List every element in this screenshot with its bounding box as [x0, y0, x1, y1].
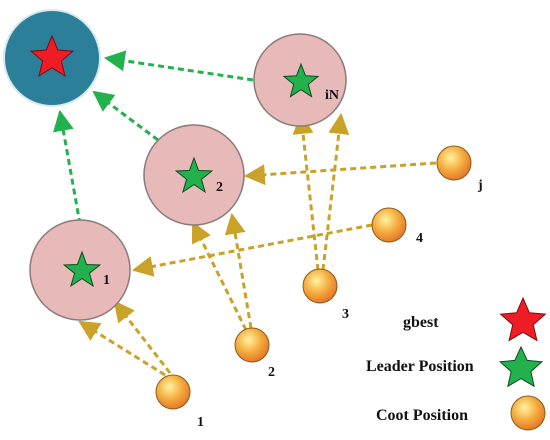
arrow-leader-2-to-gbest: [92, 90, 159, 142]
arrow-coot-2b-to-leader-2: [224, 212, 253, 329]
legend: gbest Leader Position Coot Position: [366, 296, 547, 431]
gbest-star-icon: [29, 34, 75, 77]
legend-leader-star-icon: [498, 345, 544, 388]
coot-node-3: 3: [302, 268, 349, 322]
leader-star-icon: [174, 156, 214, 194]
arrow-coot-1b-to-leader-1: [113, 300, 172, 374]
coot-node-2: 2: [234, 327, 275, 380]
coot-label-1: 1: [197, 415, 204, 430]
legend-coot-label: Coot Position: [376, 407, 468, 424]
leader-label-iN: iN: [325, 88, 339, 103]
coot-node-j: j: [436, 145, 483, 193]
gbest-node: [3, 9, 101, 107]
arrow-leader-iN-to-gbest: [103, 50, 254, 82]
arrow-coot-4-to-leader-1: [131, 223, 373, 277]
legend-gbest-star-icon: [499, 296, 547, 342]
coot-label-j: j: [477, 178, 483, 193]
coot-node-4: 4: [371, 207, 423, 246]
leader-star-icon: [282, 62, 320, 98]
arrow-coot-3a-to-leader-iN: [292, 112, 320, 271]
leader-to-gbest-arrows: [52, 50, 254, 225]
leader-star-icon: [62, 250, 102, 288]
leader-label-1: 1: [103, 273, 110, 288]
arrow-coot-3b-to-leader-iN: [321, 112, 350, 271]
coot-to-leader-arrows: [78, 112, 437, 377]
leader-label-2: 2: [216, 180, 223, 195]
arrow-coot-j-to-leader-2: [243, 161, 437, 186]
arrow-leader-1-to-gbest: [52, 109, 82, 225]
coot-label-2: 2: [268, 365, 275, 380]
leader-node-2: 2: [143, 124, 245, 226]
arrow-coot-2a-to-leader-2: [191, 221, 248, 331]
coot-node-1: 1: [155, 374, 204, 430]
legend-leader-label: Leader Position: [366, 358, 474, 375]
leader-node-iN: iN: [253, 33, 347, 127]
coot-label-3: 3: [342, 307, 349, 322]
arrow-coot-1a-to-leader-1: [78, 320, 166, 377]
legend-coot-icon: [510, 395, 546, 431]
coot-label-4: 4: [416, 231, 423, 246]
legend-gbest-label: gbest: [403, 314, 439, 331]
leader-node-1: 1: [29, 219, 131, 321]
